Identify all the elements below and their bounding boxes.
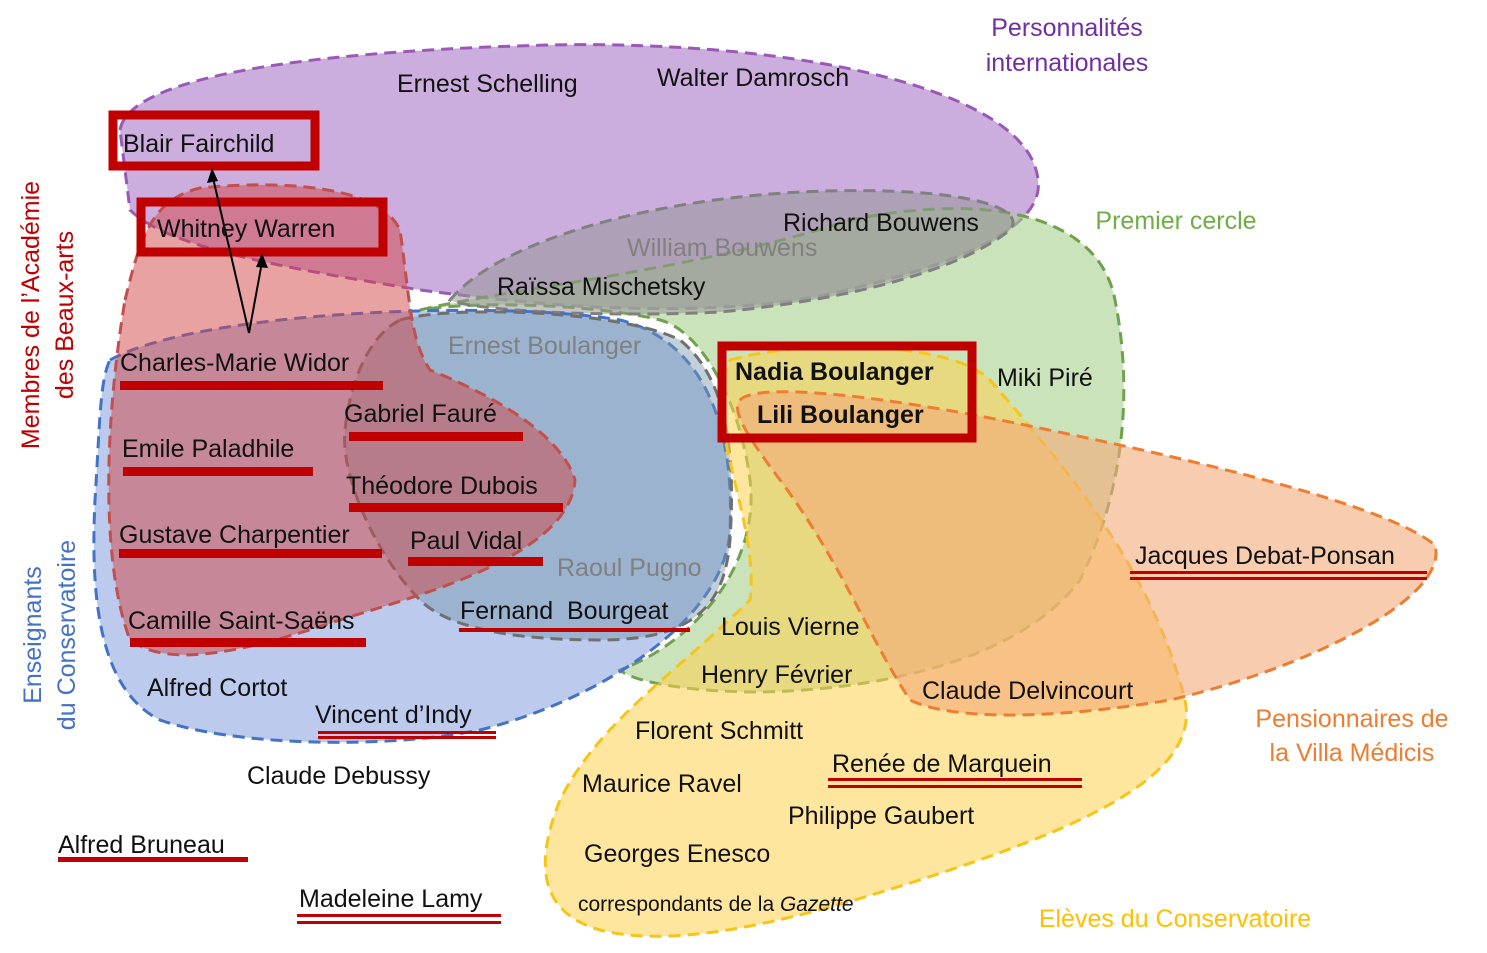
underline-lamy-2 [297, 921, 501, 924]
blob-academie [107, 183, 577, 657]
category-enseignants-2: du Conservatoire [53, 540, 81, 730]
person-florent-schmitt: Florent Schmitt [635, 717, 803, 745]
person-charles-marie-widor: Charles-Marie Widor [120, 349, 349, 377]
person-fernand-bourgeat: Fernand Bourgeat [460, 597, 669, 625]
person-gabriel-faure: Gabriel Fauré [344, 400, 497, 428]
person-emile-paladhile: Emile Paladhile [122, 435, 294, 463]
correspondants-label: correspondants de la [578, 893, 780, 916]
underline-marquein-2 [828, 785, 1082, 788]
underline-lamy-1 [297, 914, 501, 917]
person-raissa-mischetsky: Raïssa Mischetsky [497, 273, 706, 301]
person-henry-fevrier: Henry Février [701, 661, 852, 689]
arrows-widor [212, 177, 263, 334]
person-claude-debussy: Claude Debussy [247, 762, 431, 790]
blob-villa-medicis [735, 390, 1438, 717]
highlight-box-warren [136, 197, 388, 257]
category-villa-medicis-2: la Villa Médicis [1270, 739, 1435, 767]
person-georges-enesco: Georges Enesco [584, 840, 770, 868]
category-internationales: Personnalités [991, 14, 1142, 42]
arrow-head-icon [256, 253, 268, 268]
underline-charpentier [119, 549, 382, 558]
underline-vidal [408, 557, 543, 566]
underline-faure [349, 432, 523, 441]
category-academie: Membres de l’Académie [17, 181, 45, 449]
person-ernest-schelling: Ernest Schelling [397, 70, 578, 98]
underline-debat-ponsan-2 [1130, 577, 1427, 580]
person-theodore-dubois: Théodore Dubois [346, 472, 538, 500]
underline-paladhile [123, 467, 313, 476]
person-louis-vierne: Louis Vierne [721, 613, 860, 641]
person-raoul-pugno: Raoul Pugno [557, 554, 702, 582]
gazette-label: Gazette [780, 893, 854, 916]
highlight-box-fairchild [108, 110, 320, 171]
person-richard-bouwens: Richard Bouwens [783, 209, 979, 237]
blob-william-bouwens [447, 189, 1015, 316]
person-lili-boulanger: Lili Boulanger [757, 401, 924, 429]
person-camille-saint-saens: Camille Saint-Saëns [128, 607, 355, 635]
person-nadia-boulanger: Nadia Boulanger [735, 358, 934, 386]
person-whitney-warren: Whitney Warren [157, 215, 335, 243]
person-walter-damrosch: Walter Damrosch [657, 64, 849, 92]
person-ernest-boulanger: Ernest Boulanger [448, 332, 641, 360]
person-renee-de-marquein: Renée de Marquein [832, 750, 1052, 778]
underline-bourgeat [459, 628, 690, 632]
highlight-box-boulanger [717, 341, 977, 443]
underline-marquein-1 [828, 778, 1082, 781]
person-william-bouwens: William Bouwens [627, 234, 817, 262]
underline-saint-saens [130, 638, 366, 647]
person-miki-pire: Miki Piré [997, 364, 1093, 392]
person-claude-delvincourt: Claude Delvincourt [922, 677, 1133, 705]
person-paul-vidal: Paul Vidal [410, 527, 522, 555]
person-madeleine-lamy: Madeleine Lamy [299, 885, 483, 913]
person-vincent-dindy: Vincent d’Indy [315, 701, 472, 729]
underline-dubois [349, 503, 563, 512]
arrow-head-icon [207, 168, 218, 183]
person-alfred-bruneau: Alfred Bruneau [58, 831, 225, 859]
category-enseignants: Enseignants [19, 566, 47, 704]
category-internationales-2: internationales [986, 49, 1149, 77]
person-blair-fairchild: Blair Fairchild [123, 130, 274, 158]
category-villa-medicis: Pensionnaires de [1255, 705, 1448, 733]
person-gustave-charpentier: Gustave Charpentier [119, 521, 350, 549]
person-jacques-debat-ponsan: Jacques Debat-Ponsan [1135, 542, 1395, 570]
underline-debat-ponsan-1 [1130, 571, 1427, 574]
category-eleves: Elèves du Conservatoire [1039, 905, 1311, 933]
underline-dindy-1 [318, 731, 496, 734]
category-academie-2: des Beaux-arts [51, 231, 79, 399]
underline-widor [120, 381, 383, 390]
underlines [58, 381, 1427, 924]
person-alfred-cortot: Alfred Cortot [147, 674, 287, 702]
underline-bruneau [58, 857, 248, 862]
correspondants-gazette: correspondants de la Gazette [578, 893, 854, 916]
category-premier-cercle: Premier cercle [1095, 207, 1256, 235]
person-philippe-gaubert: Philippe Gaubert [788, 802, 974, 830]
underline-dindy-2 [318, 736, 496, 739]
person-maurice-ravel: Maurice Ravel [582, 770, 742, 798]
